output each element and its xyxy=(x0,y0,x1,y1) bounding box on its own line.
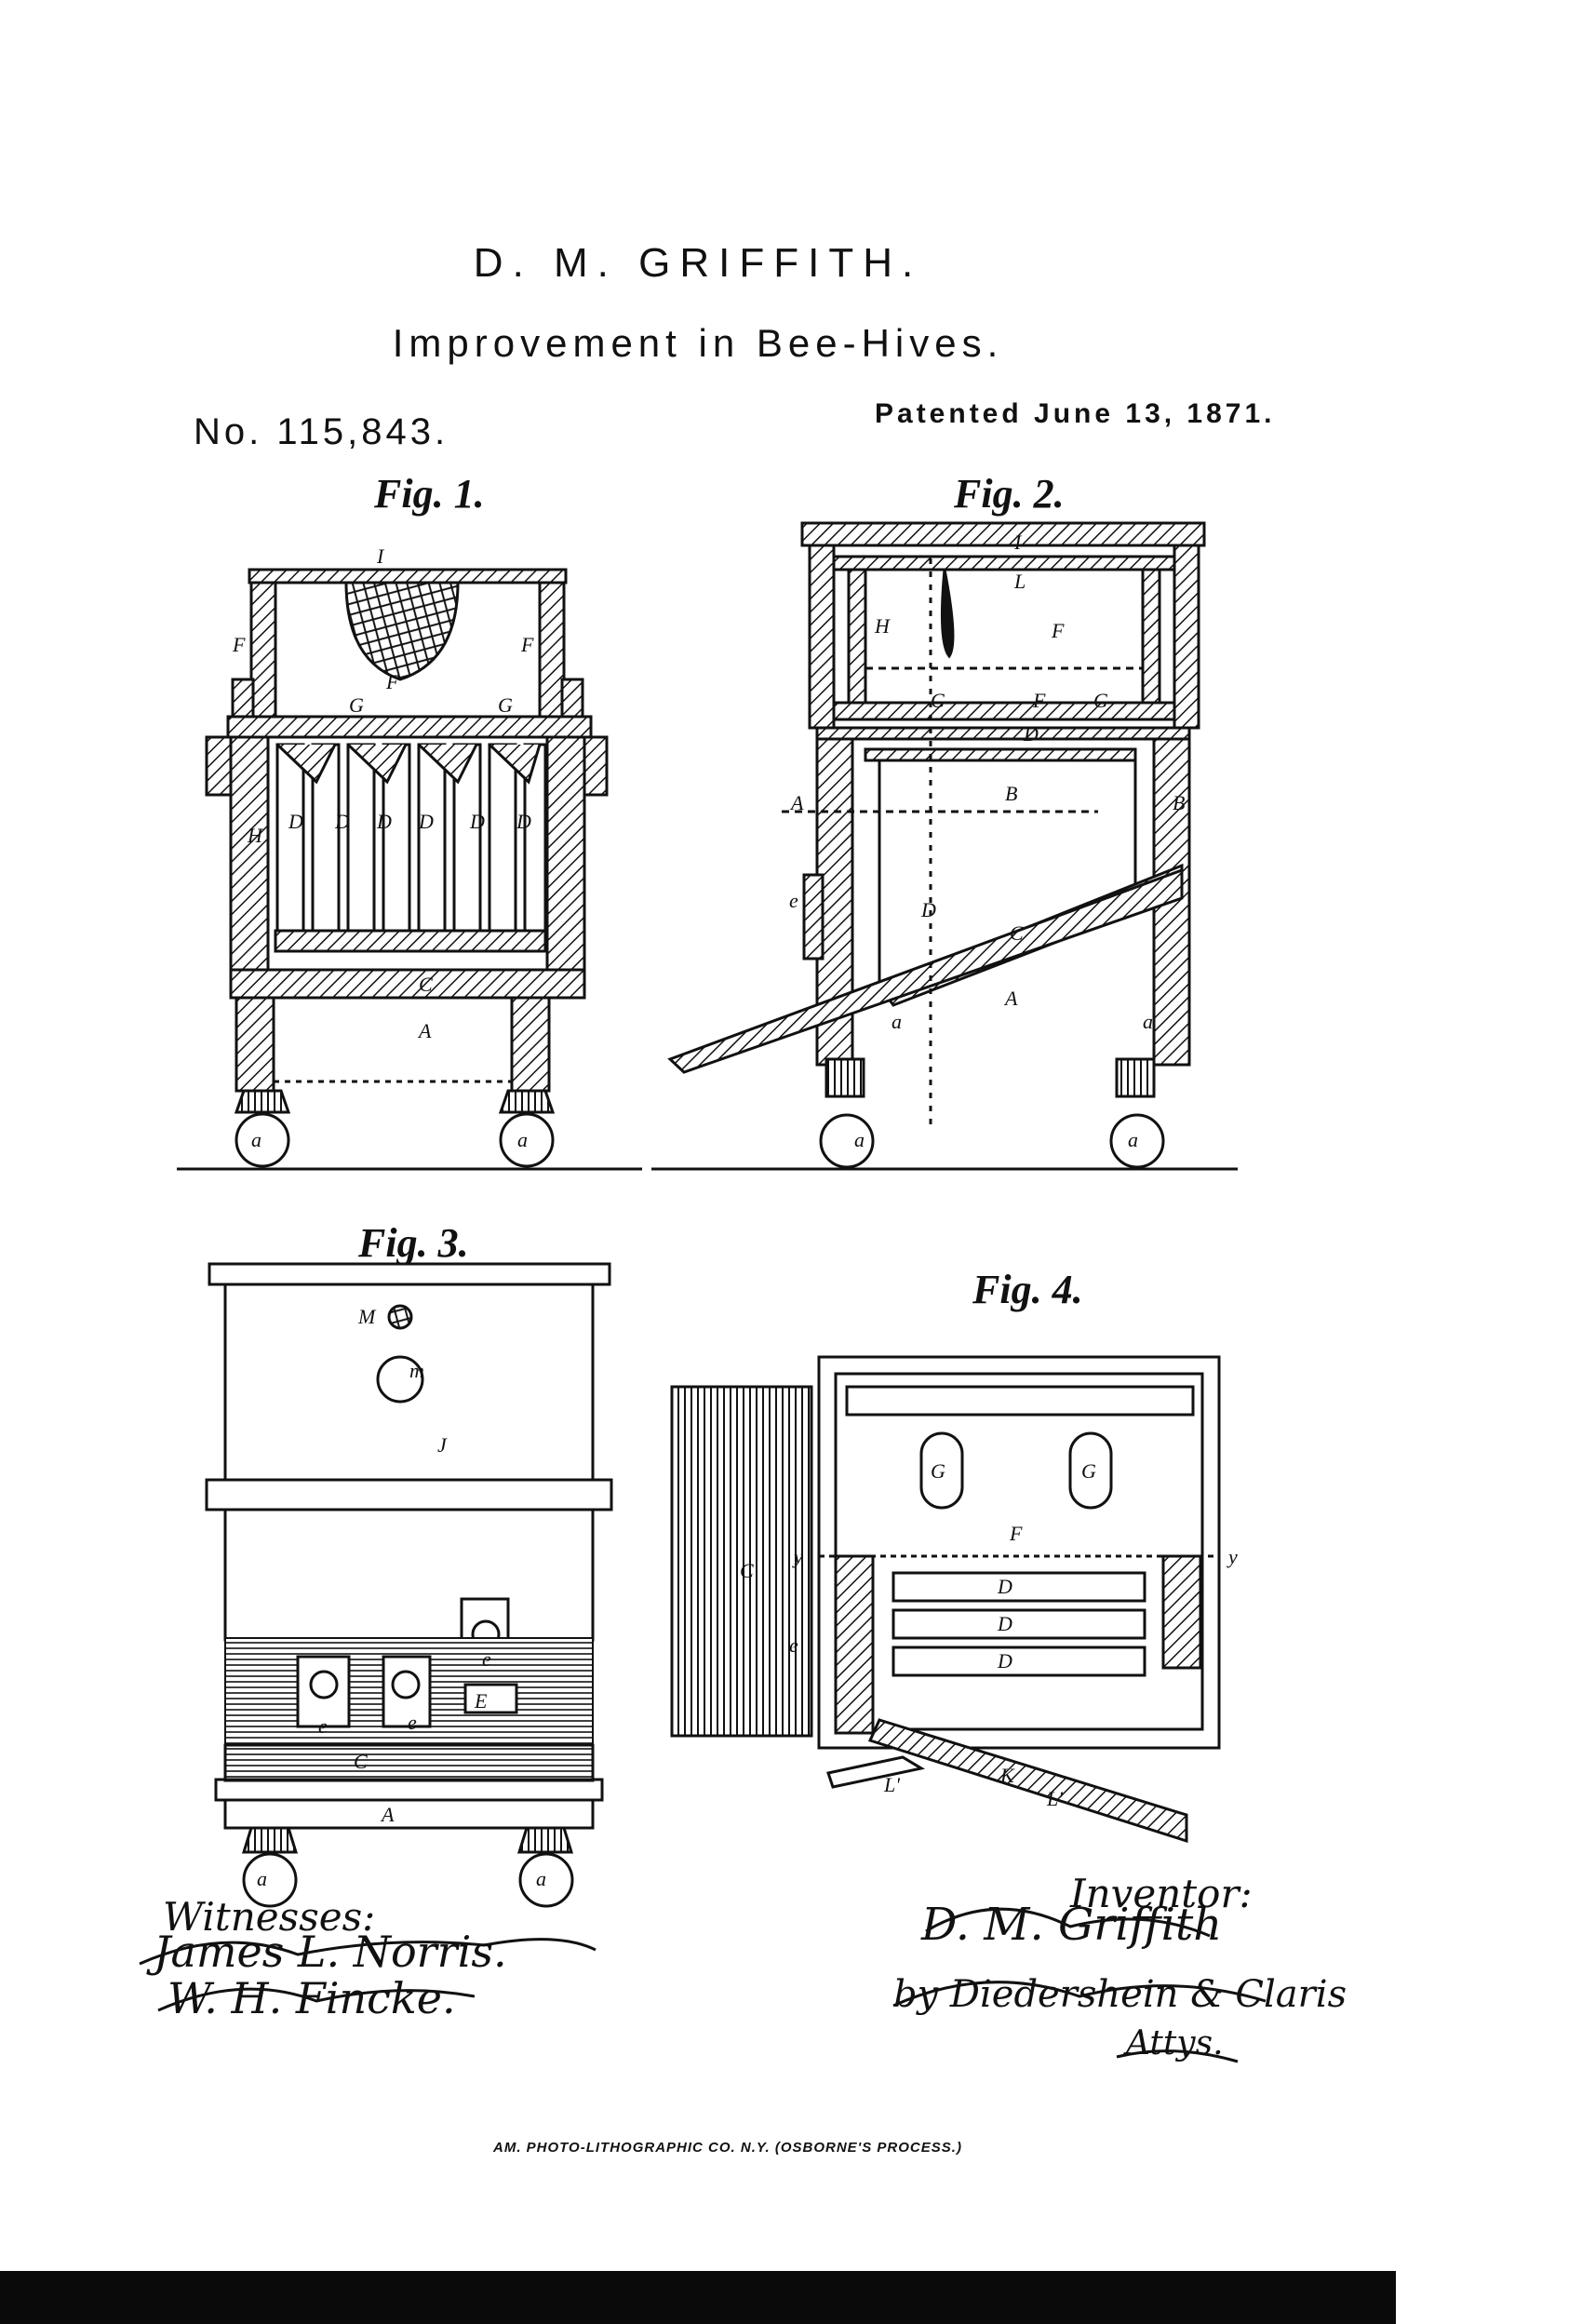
witnesses-label: Witnesses: xyxy=(163,1894,376,1940)
svg-text:G: G xyxy=(349,693,364,717)
svg-text:e: e xyxy=(408,1711,417,1734)
attorneys-label: Attys. xyxy=(1126,2024,1224,2062)
svg-text:F: F xyxy=(385,670,399,693)
svg-text:e: e xyxy=(318,1714,328,1738)
svg-text:D: D xyxy=(376,810,392,833)
svg-text:H: H xyxy=(247,824,263,847)
svg-text:D: D xyxy=(334,810,350,833)
svg-text:C: C xyxy=(354,1750,368,1773)
svg-text:y: y xyxy=(1227,1545,1238,1568)
svg-text:L': L' xyxy=(1046,1787,1063,1810)
svg-text:F: F xyxy=(232,633,246,656)
patent-number: No. 115,843. xyxy=(194,411,449,452)
svg-text:D: D xyxy=(920,898,936,921)
svg-text:C: C xyxy=(419,973,433,996)
figure-2-drawing xyxy=(651,521,1238,1171)
svg-text:G: G xyxy=(498,693,513,717)
svg-text:L: L xyxy=(1013,570,1026,593)
scan-edge-bar xyxy=(0,2271,1396,2324)
svg-text:B: B xyxy=(1173,791,1185,814)
figure-3-labels: MmJ e e e E C A a a xyxy=(257,1305,546,1890)
inventor-name: D. M. GRIFFITH. xyxy=(473,240,923,286)
svg-text:D: D xyxy=(288,810,303,833)
svg-text:a: a xyxy=(257,1867,267,1890)
patent-title: Improvement in Bee-Hives. xyxy=(392,321,1004,365)
svg-text:G: G xyxy=(1081,1459,1096,1483)
svg-text:e: e xyxy=(482,1647,491,1671)
patent-date: Patented June 13, 1871. xyxy=(875,398,1276,429)
svg-text:C: C xyxy=(740,1559,754,1582)
svg-text:F: F xyxy=(1032,689,1046,712)
svg-text:a: a xyxy=(854,1128,865,1151)
inventor-label: Inventor: xyxy=(1070,1871,1253,1916)
svg-text:A: A xyxy=(789,791,804,814)
attorney-signature: by Diedershein & Claris xyxy=(893,1973,1347,2016)
figure-2-labels: IL H F G F G D B A Be D C A a a a a xyxy=(789,531,1185,1151)
svg-text:D: D xyxy=(469,810,485,833)
svg-text:F: F xyxy=(1051,619,1065,642)
svg-text:a: a xyxy=(1128,1128,1138,1151)
fig1-label: Fig. 1. xyxy=(374,471,485,517)
figure-3-drawing xyxy=(205,1262,613,1908)
svg-text:G: G xyxy=(931,689,945,712)
svg-text:L': L' xyxy=(883,1773,900,1796)
inventor-name-signature: D. M. Griffith xyxy=(921,1899,1223,1951)
svg-text:K: K xyxy=(999,1764,1015,1787)
printer-credit: AM. PHOTO-LITHOGRAPHIC CO. N.Y. (OSBORNE… xyxy=(493,2140,962,2156)
svg-text:H: H xyxy=(874,614,891,638)
svg-text:A: A xyxy=(417,1019,432,1042)
svg-text:G: G xyxy=(931,1459,945,1483)
svg-text:m: m xyxy=(409,1359,424,1382)
svg-text:E: E xyxy=(474,1689,488,1713)
svg-text:F: F xyxy=(520,633,534,656)
svg-text:a: a xyxy=(892,1010,902,1033)
svg-text:D: D xyxy=(997,1649,1012,1672)
svg-text:D: D xyxy=(1023,722,1039,746)
svg-text:D: D xyxy=(516,810,531,833)
svg-text:D: D xyxy=(418,810,434,833)
svg-text:M: M xyxy=(357,1305,377,1328)
svg-text:A: A xyxy=(380,1803,395,1826)
witness-2-signature: W. H. Fincke. xyxy=(168,1973,456,2023)
svg-text:y: y xyxy=(792,1545,803,1568)
svg-text:a: a xyxy=(517,1128,528,1151)
fig4-label: Fig. 4. xyxy=(972,1267,1083,1312)
fig2-label: Fig. 2. xyxy=(954,471,1065,517)
svg-text:G: G xyxy=(1093,689,1108,712)
svg-text:a: a xyxy=(251,1128,261,1151)
fig3-label: Fig. 3. xyxy=(358,1220,469,1266)
svg-text:C: C xyxy=(1010,921,1024,945)
svg-text:I: I xyxy=(1013,531,1023,554)
svg-text:D: D xyxy=(997,1612,1012,1635)
figure-4-drawing xyxy=(670,1355,1221,1844)
svg-text:B: B xyxy=(1005,782,1017,805)
svg-text:F: F xyxy=(1009,1522,1023,1545)
svg-text:A: A xyxy=(1003,987,1018,1010)
svg-text:J: J xyxy=(437,1433,448,1457)
svg-text:D: D xyxy=(997,1575,1012,1598)
svg-text:e: e xyxy=(789,1633,798,1657)
inventor-signature xyxy=(892,1907,1267,2063)
witness-signatures xyxy=(139,1938,597,2012)
figure-1-drawing xyxy=(177,568,642,1171)
svg-text:I: I xyxy=(376,544,385,568)
svg-text:a: a xyxy=(536,1867,546,1890)
svg-text:a: a xyxy=(1143,1010,1153,1033)
witness-1-signature: James L. Norris. xyxy=(154,1927,507,1977)
svg-text:e: e xyxy=(789,889,798,912)
